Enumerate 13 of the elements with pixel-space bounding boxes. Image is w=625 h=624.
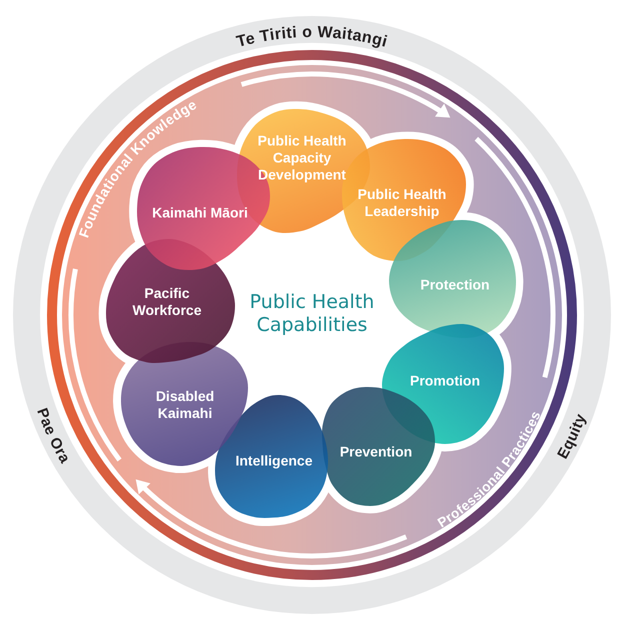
- ring-label: Te Tiriti o Waitangi: [234, 24, 390, 51]
- node-label: Promotion: [410, 372, 480, 390]
- node-label: Pacific Workforce: [132, 285, 202, 319]
- ring-band: [13, 16, 611, 614]
- node-label: Protection: [420, 276, 490, 294]
- node-label: Intelligence: [235, 452, 313, 470]
- blob-shape: [215, 395, 328, 518]
- node-label: Prevention: [340, 444, 412, 460]
- blob-shape: [322, 387, 435, 506]
- node-label: Disabled Kaimahi: [154, 388, 216, 422]
- node-label: Public Health Leadership: [356, 186, 448, 220]
- node-label: Public Health Capacity Development: [256, 132, 348, 184]
- center-heading: Public Health Capabilities: [248, 291, 376, 337]
